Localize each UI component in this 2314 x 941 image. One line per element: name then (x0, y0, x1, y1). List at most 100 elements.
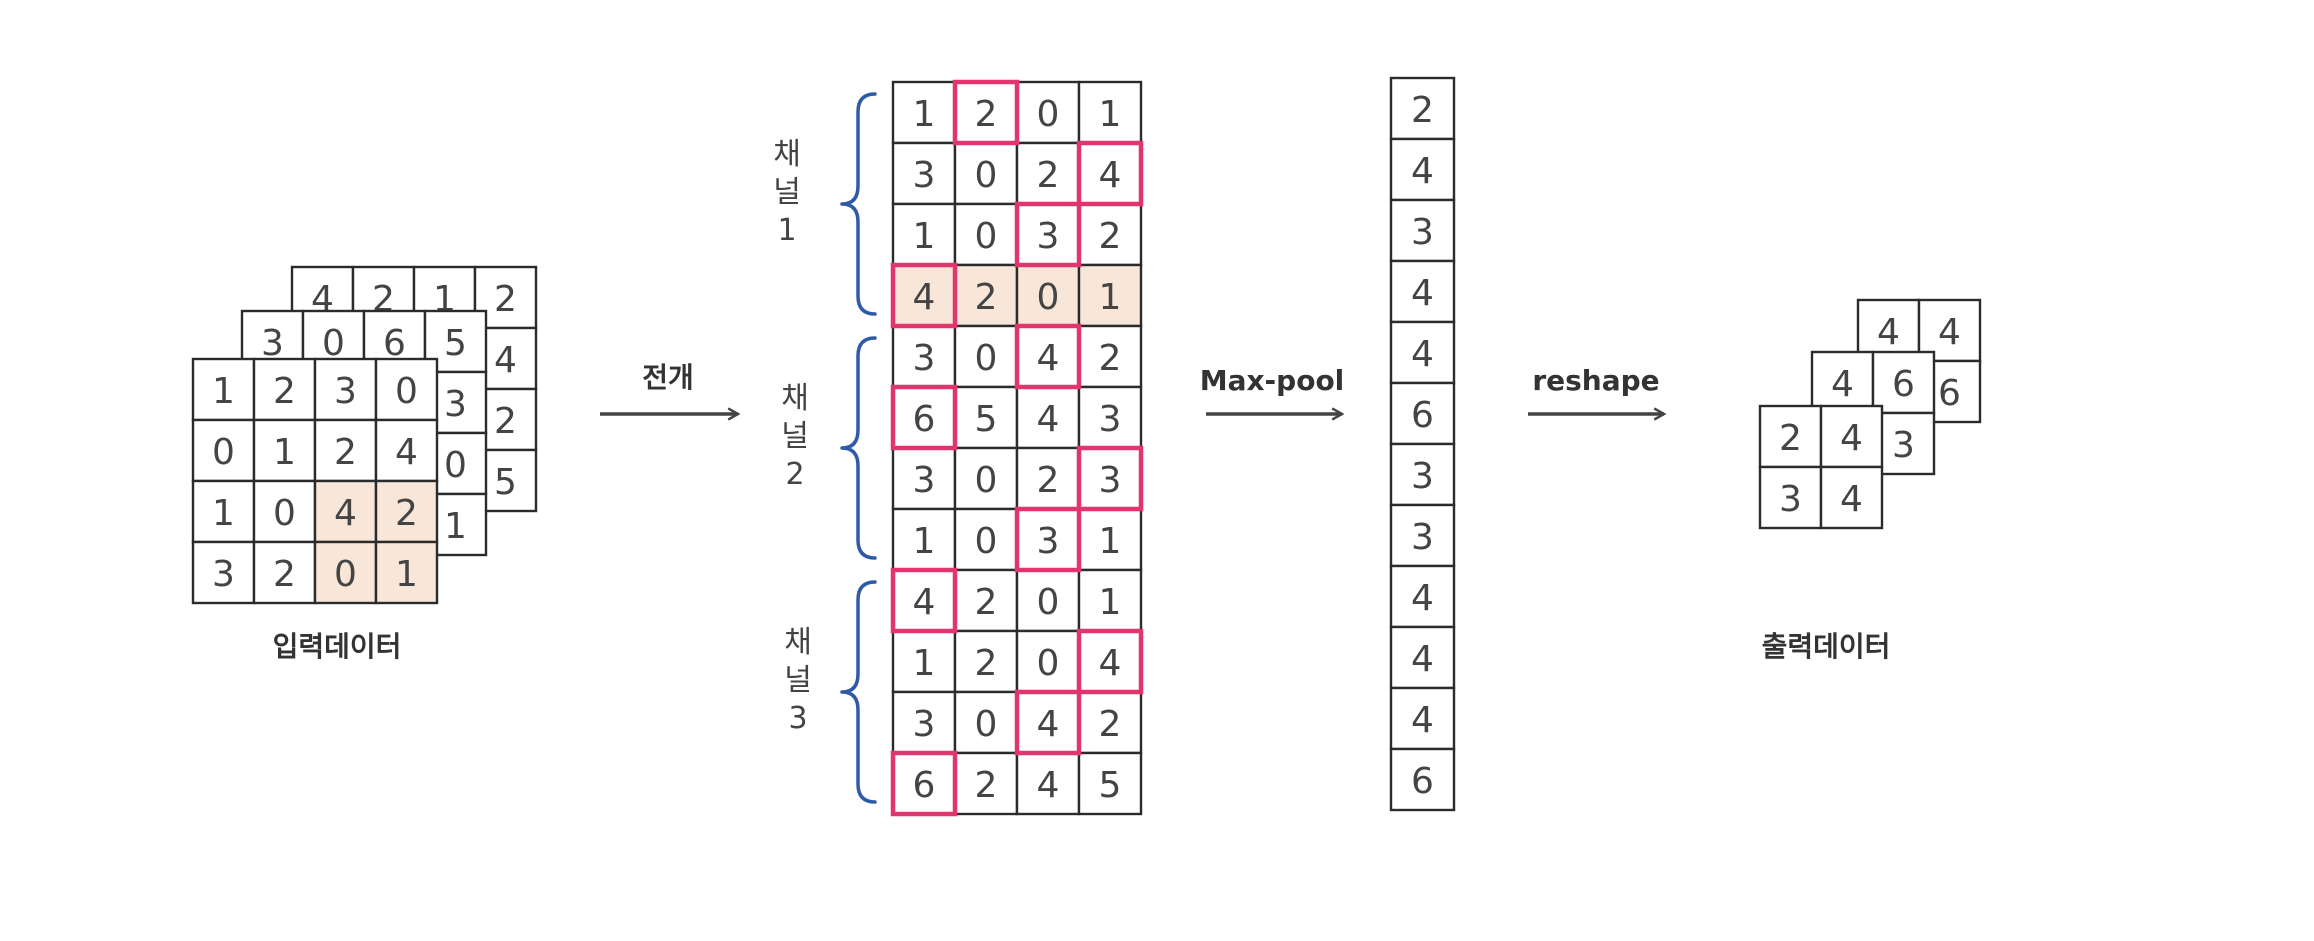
pooled-cell-value: 3 (1411, 456, 1434, 497)
expanded-cell-value: 6 (913, 399, 936, 440)
expanded-cell-value: 4 (1099, 155, 1122, 196)
expanded-cell: 2 (953, 568, 1019, 633)
expanded-cell-box (953, 751, 1019, 816)
output-cell-value: 4 (1831, 364, 1854, 405)
input-cell-value: 0 (444, 445, 467, 486)
expanded-cell-value: 0 (975, 460, 998, 501)
input-cell: 3 (191, 540, 256, 605)
expanded-cell-value: 4 (913, 277, 936, 318)
output-data-stack: 444646332434 (1758, 298, 1982, 530)
input-cell-value: 3 (212, 554, 235, 595)
input-cell: 0 (191, 418, 256, 483)
pooled-cell-box (1389, 442, 1456, 507)
channel-brace (840, 580, 877, 804)
input-cell-box (313, 479, 378, 544)
channel-brace (840, 336, 877, 560)
expanded-cell: 1 (891, 80, 957, 145)
max-value-frame (1014, 201, 1082, 268)
pooled-cell: 4 (1389, 320, 1456, 385)
channel-label-text: 채 (784, 625, 812, 660)
expanded-cell-value: 3 (913, 704, 936, 745)
expanded-cell: 1 (891, 202, 957, 267)
pooled-cell-value: 4 (1411, 639, 1434, 680)
pooled-cell-value: 4 (1411, 700, 1434, 741)
output-cell-box (1810, 350, 1875, 415)
output-cell: 4 (1819, 404, 1884, 469)
expanded-cell-value: 3 (1037, 521, 1060, 562)
channel-label-text: 1 (777, 213, 796, 248)
expanded-cell-value: 2 (975, 765, 998, 806)
input-cell-value: 3 (261, 323, 284, 364)
expanded-cell-value: 1 (1099, 521, 1122, 562)
input-cell-value: 2 (273, 554, 296, 595)
expanded-cell-value: 0 (1037, 643, 1060, 684)
input-cell-box (374, 357, 439, 422)
input-cell-value: 0 (334, 554, 357, 595)
expanded-cell: 4 (1015, 751, 1081, 816)
channel-label-3: 채널3 (784, 625, 812, 736)
expanded-cell: 3 (1015, 202, 1081, 267)
channel-label-2: 채널2 (781, 381, 809, 492)
expanded-cell-value: 4 (1037, 704, 1060, 745)
input-cell-value: 2 (494, 401, 517, 442)
expanded-cell-box (1015, 751, 1081, 816)
input-cell-box (374, 418, 439, 483)
channel-label-text: 널 (773, 175, 801, 210)
expanded-cell: 0 (1015, 80, 1081, 145)
expanded-cell: 2 (953, 629, 1019, 694)
input-cell-box (374, 479, 439, 544)
output-cell: 4 (1819, 465, 1884, 530)
input-cell-value: 4 (494, 340, 517, 381)
expanded-cell-box (1077, 751, 1143, 816)
input-cell-value: 0 (212, 432, 235, 473)
input-cell: 0 (313, 540, 378, 605)
expanded-cell-box (891, 690, 957, 755)
expanded-cell-value: 0 (975, 216, 998, 257)
expanded-cell: 0 (953, 446, 1019, 511)
expanded-cell: 2 (953, 263, 1019, 328)
maxpool-arrow-label: Max-pool (1200, 364, 1345, 397)
expanded-cell: 0 (953, 141, 1019, 206)
expanded-cell-value: 1 (913, 216, 936, 257)
expanded-cell-value: 3 (913, 338, 936, 379)
output-cell-value: 3 (1779, 479, 1802, 520)
expanded-cell: 5 (1077, 751, 1143, 816)
output-cell-box (1819, 404, 1884, 469)
input-cell-value: 6 (383, 323, 406, 364)
expanded-cell: 3 (891, 324, 957, 389)
reshape-arrow: reshape (1528, 364, 1667, 421)
expanded-cell-value: 1 (1099, 94, 1122, 135)
output-cell: 3 (1758, 465, 1823, 530)
input-cell: 1 (252, 418, 317, 483)
expanded-cell: 3 (1077, 385, 1143, 450)
input-cell-box (252, 540, 317, 605)
expanded-cell: 3 (891, 446, 957, 511)
expanded-cell-value: 3 (1099, 399, 1122, 440)
output-cell: 2 (1758, 404, 1823, 469)
expanded-cell: 0 (953, 507, 1019, 572)
pooled-cell: 4 (1389, 625, 1456, 690)
expanded-cell: 3 (891, 690, 957, 755)
output-cell-value: 6 (1892, 364, 1915, 405)
expanded-cell-value: 4 (1037, 765, 1060, 806)
output-cell-box (1819, 465, 1884, 530)
input-cell-box (313, 418, 378, 483)
channel-label-1: 채널1 (773, 137, 801, 248)
pooled-cell: 3 (1389, 442, 1456, 507)
expanded-cell-box (891, 324, 957, 389)
pooled-cell-value: 2 (1411, 90, 1434, 131)
input-cell: 4 (313, 479, 378, 544)
reshape-arrow-label: reshape (1532, 364, 1659, 397)
expanded-cell: 1 (1077, 568, 1143, 633)
expanded-cell-value: 3 (913, 155, 936, 196)
input-cell: 2 (252, 540, 317, 605)
